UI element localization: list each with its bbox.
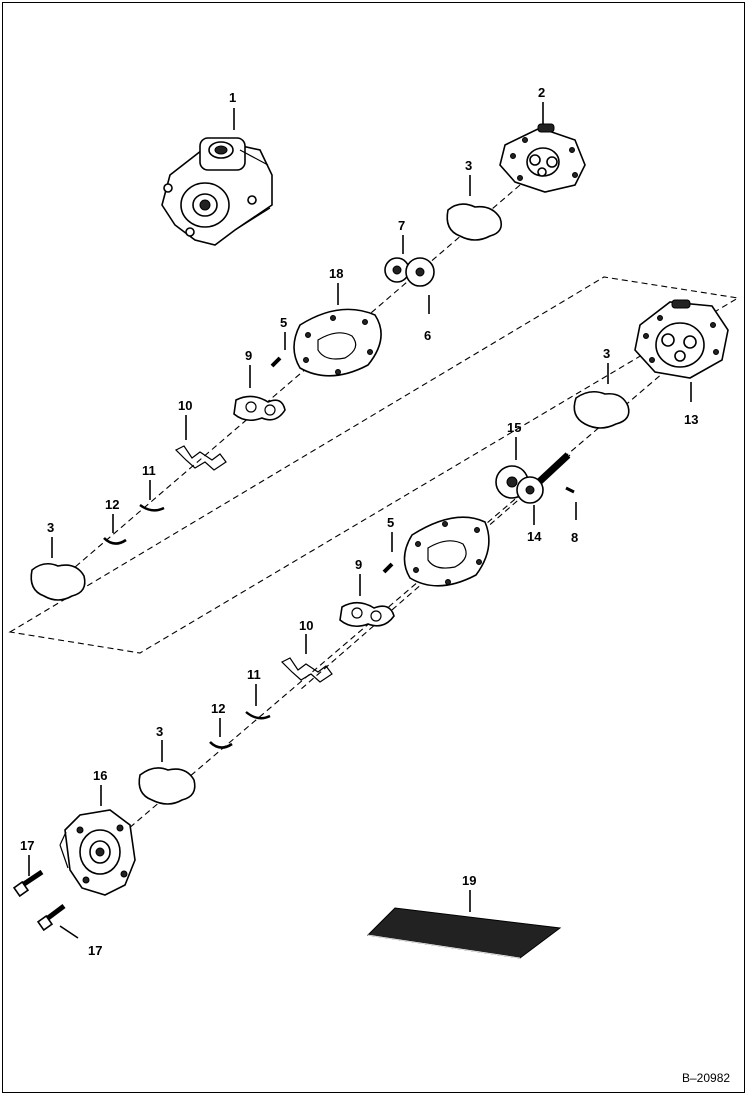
label-12b: 12 [211,701,225,716]
label-9a: 9 [245,348,252,363]
kit-enclosure [8,276,740,654]
label-15: 15 [507,420,521,435]
part-17-cap-screw-upper [12,869,44,898]
part-5-dowel-pin-lower [382,562,394,574]
label-11a: 11 [142,463,156,478]
label-3b: 3 [47,520,54,535]
part-14-driven-gear-shaft [516,452,571,504]
label-11b: 11 [247,667,261,682]
part-8-key [565,486,575,494]
part-6-gear [405,257,435,287]
part-7-gear [384,257,410,283]
label-17a: 17 [20,838,34,853]
part-3-seal-ring-right [573,390,630,429]
label-16: 16 [93,768,107,783]
part-3-seal-ring-left [30,562,86,601]
part-16-mounting-flange [59,809,136,896]
part-11-backup-seal [139,504,165,512]
upper-assembly-axis [59,184,521,581]
part-11-backup-seal-lower [245,711,271,720]
label-14: 14 [527,529,542,544]
part-1-pump-assembly [161,137,273,246]
part-17-cap-screw-lower [36,904,66,932]
label-2: 2 [538,85,545,100]
label-1: 1 [229,90,236,105]
part-13-section-housing [634,299,729,379]
part-9-wear-plate [233,395,286,422]
label-18: 18 [329,266,343,281]
part-9-wear-plate-lower [339,601,395,628]
label-9b: 9 [355,557,362,572]
part-3-seal-ring-lower [138,767,196,805]
part-2-port-end-cover [499,123,586,193]
part-10-seal-lower [280,657,333,683]
label-10a: 10 [178,398,192,413]
label-8: 8 [571,530,578,545]
part-18-gear-housing-lower [403,516,490,587]
label-5a: 5 [280,315,287,330]
label-3c: 3 [603,346,610,361]
label-3d: 3 [156,724,163,739]
part-5-dowel-pin [270,356,282,368]
label-10b: 10 [299,618,313,633]
leader-17b [59,925,79,939]
label-17b: 17 [88,943,102,958]
label-7: 7 [398,218,405,233]
label-13: 13 [684,412,698,427]
label-12a: 12 [105,497,119,512]
part-18-gear-housing [293,308,382,377]
label-6: 6 [424,328,431,343]
part-12-seal-lower [209,741,233,749]
part-12-seal [103,537,127,545]
part-19-seal-kit-packet [366,907,562,959]
part-10-seal [174,445,227,471]
figure-reference-number: B–20982 [682,1071,730,1085]
part-3-seal-ring [446,203,503,241]
label-5b: 5 [387,515,394,530]
label-19: 19 [462,873,476,888]
label-3a: 3 [465,158,472,173]
